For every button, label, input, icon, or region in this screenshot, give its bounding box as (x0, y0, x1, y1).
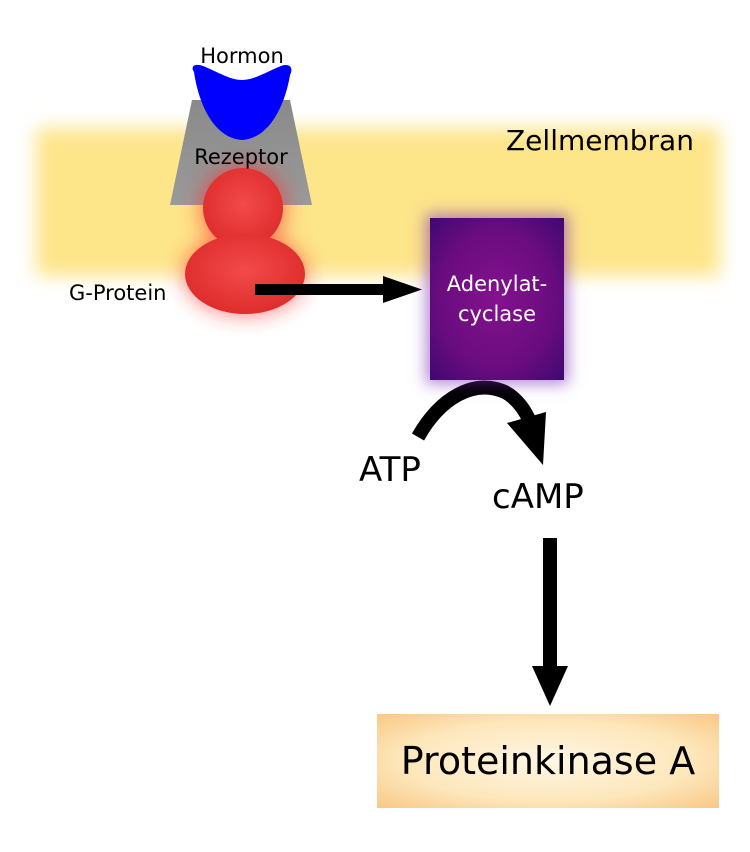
membrane-label: Zellmembran (506, 124, 694, 157)
arrow-gprotein-to-cyclase (255, 276, 422, 303)
protein-kinase-a-label: Proteinkinase A (400, 739, 696, 783)
arrow-atp-to-camp (411, 380, 546, 465)
hormone-label: Hormon (200, 44, 284, 68)
receptor-label: Rezeptor (194, 145, 288, 169)
cell-membrane (36, 128, 720, 276)
protein-kinase-a-box: Proteinkinase A (377, 714, 719, 808)
receptor-shape (170, 100, 312, 205)
adenylate-cyclase-label-line1: Adenylat- (446, 272, 548, 296)
adenylate-cyclase-box: Adenylat- cyclase (430, 218, 564, 380)
hormone-shape (192, 64, 292, 140)
g-protein-label: G-Protein (69, 281, 167, 305)
atp-label: ATP (359, 450, 421, 490)
camp-label: cAMP (492, 477, 584, 517)
adenylate-cyclase-label-line2: cyclase (457, 302, 537, 326)
adenylate-cyclase-label: Adenylat- cyclase (447, 269, 548, 329)
arrow-camp-to-pka (532, 538, 568, 706)
